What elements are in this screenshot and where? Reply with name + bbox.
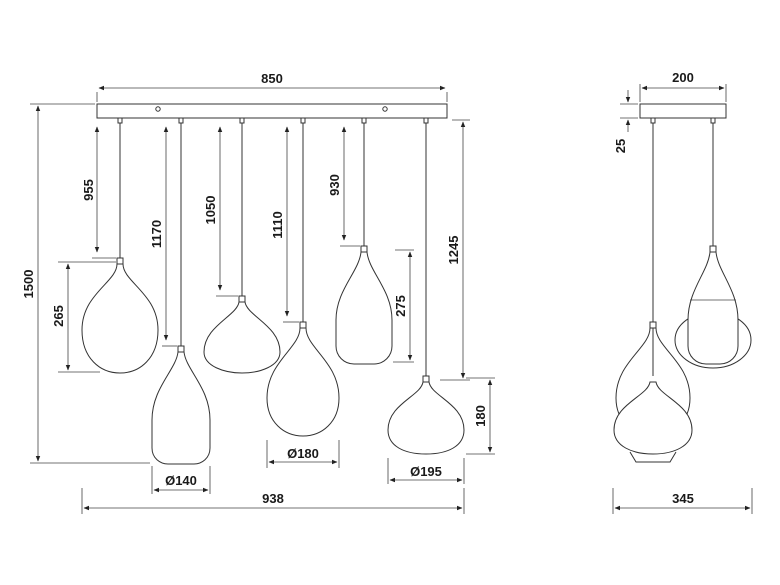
dim-drop-955: 955 [81, 126, 116, 259]
dim-diameter-180: Ø180 [266, 440, 340, 468]
canopy-screw [382, 106, 388, 112]
dim-canopy-depth: 200 [639, 70, 727, 102]
dim-overall-width: 938 [81, 488, 465, 514]
cord-holders [117, 117, 429, 124]
side-shade-front [613, 321, 693, 463]
front-view: 850 1500 955 [21, 71, 495, 514]
pendant-shade-2 [151, 345, 211, 465]
dim-shade-275: 275 [393, 249, 414, 363]
dim-label-25: 25 [613, 139, 628, 153]
dim-drop-1050: 1050 [203, 126, 238, 297]
dim-drop-1110: 1110 [270, 126, 299, 323]
dim-label-180: 180 [473, 405, 488, 427]
pendant-shade-1 [81, 257, 159, 374]
pendant-shade-5 [335, 245, 393, 365]
canopy-screw [155, 106, 161, 112]
dim-drop-1170: 1170 [149, 126, 177, 347]
pendant-shade-3 [203, 295, 281, 374]
dim-label-1110: 1110 [270, 211, 285, 239]
dim-label-d180: Ø180 [287, 446, 319, 461]
dim-diameter-195: Ø195 [387, 458, 465, 484]
dim-label-955: 955 [81, 179, 96, 201]
side-canopy [639, 103, 727, 119]
pendant-cords [119, 123, 427, 376]
dim-label-200: 200 [672, 70, 694, 85]
dim-overall-height: 1500 [21, 103, 150, 464]
dim-drop-930: 930 [327, 126, 360, 247]
dim-overall-depth: 345 [612, 488, 753, 514]
dim-canopy-height: 25 [613, 90, 638, 153]
dim-shade-180: 180 [466, 377, 495, 455]
dim-label-1500: 1500 [21, 270, 36, 299]
dim-label-275: 275 [393, 295, 408, 317]
dim-label-d195: Ø195 [410, 464, 442, 479]
dim-label-1170: 1170 [149, 220, 164, 248]
dim-canopy-width: 850 [96, 71, 448, 102]
dim-shade-265: 265 [51, 261, 116, 373]
side-view: 200 25 [612, 70, 753, 514]
dim-label-1050: 1050 [203, 196, 218, 225]
pendant-shade-6 [387, 375, 465, 455]
pendant-shade-4 [266, 321, 340, 437]
side-shade-back [674, 245, 752, 369]
dim-label-d140: Ø140 [165, 473, 197, 488]
dim-label-930: 930 [327, 174, 342, 196]
dim-label-1245: 1245 [446, 236, 461, 265]
dim-label-265: 265 [51, 305, 66, 327]
canopy-bar [96, 103, 448, 119]
dim-drop-1245: 1245 [440, 119, 470, 381]
dim-label-938: 938 [262, 491, 284, 506]
dim-diameter-140: Ø140 [151, 466, 211, 494]
dim-label-345: 345 [672, 491, 694, 506]
dim-label-850: 850 [261, 71, 283, 86]
